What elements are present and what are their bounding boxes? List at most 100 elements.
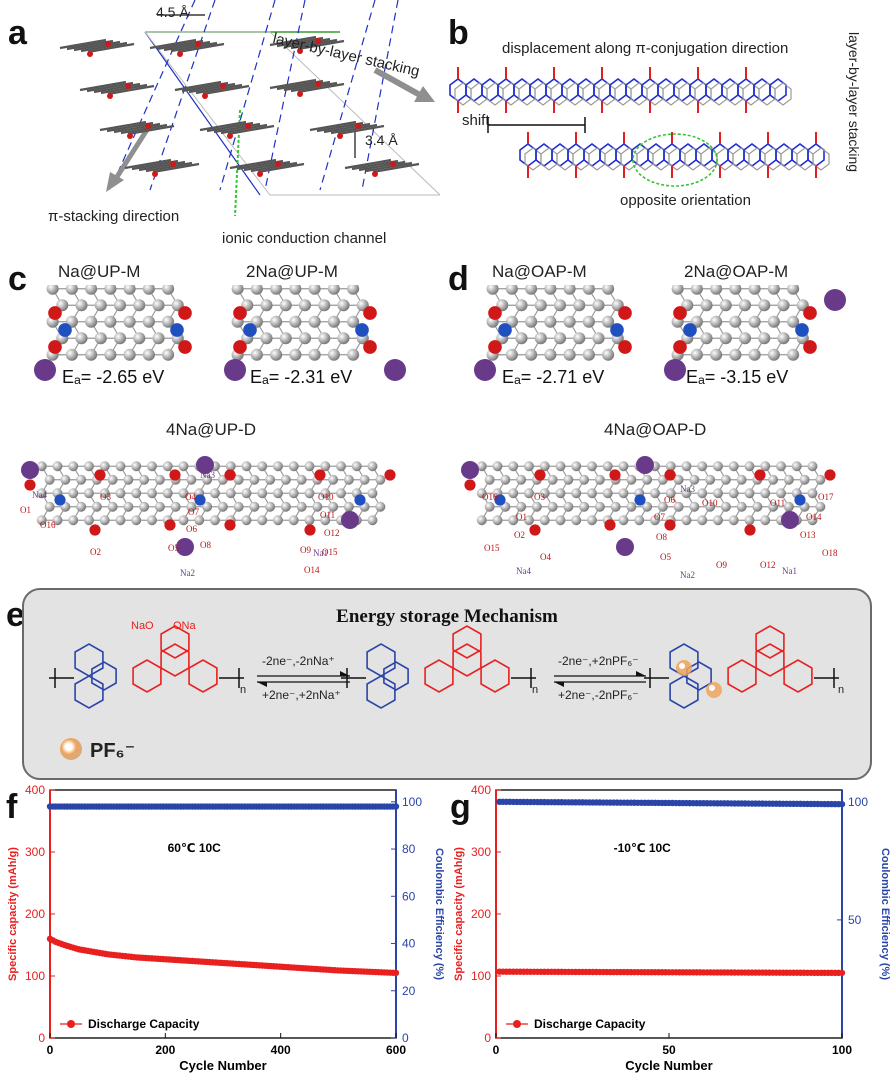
spacing-4-5: 4.5 Å: [156, 4, 189, 20]
atom-label: O10: [702, 498, 718, 508]
y2-tick-label: 50: [848, 913, 862, 927]
legend-label: Discharge Capacity: [534, 1017, 646, 1031]
x-tick-label: 200: [155, 1043, 175, 1057]
d-title-d: 4Na@OAP-D: [604, 420, 707, 439]
unit-cell-lines: [106, 0, 440, 217]
atom-label: Na3: [200, 470, 215, 480]
n-label-3: n: [838, 684, 845, 696]
y-tick-label: 400: [471, 783, 491, 797]
y-tick-label: 200: [471, 907, 491, 921]
atom-label: O3: [534, 492, 545, 502]
atom-label: O1: [516, 512, 527, 522]
atom-label: O1: [20, 505, 31, 515]
efficiency-point: [838, 800, 846, 808]
atom-label: Na3: [680, 484, 695, 494]
atom-label: O3: [100, 492, 111, 502]
atom-label: O11: [770, 498, 786, 508]
y-axis-label: Specific capacity (mAh/g): [7, 847, 19, 981]
y2-axis-label: Coulombic Efficiency (%): [433, 848, 445, 980]
atom-label: O14: [806, 512, 822, 522]
y2-axis-label: Coulombic Efficiency (%): [879, 848, 891, 980]
panel-label-b: b: [448, 14, 469, 52]
atom-label: O15: [484, 543, 500, 553]
c-title-d: 4Na@UP-D: [166, 420, 256, 439]
legend-label: Discharge Capacity: [88, 1017, 200, 1031]
c-ea-1: Eₐ= -2.65 eV: [62, 367, 165, 387]
panel-label-a: a: [8, 14, 27, 52]
y2-tick-label: 60: [402, 889, 416, 903]
x-axis-label: Cycle Number: [625, 1058, 712, 1073]
atom-label: O5: [168, 543, 179, 553]
capacity-point: [838, 969, 846, 977]
pf6-ion-icon: [60, 738, 82, 760]
plot-frame: [495, 789, 843, 1039]
legend-marker: [67, 1020, 75, 1028]
panel-label-d: d: [448, 260, 469, 298]
n-label-1: n: [240, 684, 247, 696]
y-tick-label: 100: [25, 969, 45, 983]
c-ea-2: Eₐ= -2.31 eV: [250, 367, 353, 387]
ionic-channel-label: ionic conduction channel: [222, 230, 387, 247]
atom-label: O13: [800, 530, 816, 540]
legend-marker: [513, 1020, 521, 1028]
atom-label: O4: [540, 552, 551, 562]
condition-annotation: -10℃ 10C: [614, 841, 672, 855]
pi-stacking-label: π-stacking direction: [48, 208, 180, 225]
x-axis-label: Cycle Number: [179, 1058, 266, 1073]
atom-label: O6: [186, 524, 197, 534]
oap-molecule-models: [461, 285, 846, 556]
atom-label: O12: [760, 560, 776, 570]
d-ea-1: Eₐ= -2.71 eV: [502, 367, 605, 387]
d-ea-2: Eₐ= -3.15 eV: [686, 367, 789, 387]
arrow2-bottom: +2ne⁻,-2nPF₆⁻: [558, 688, 639, 702]
c-title-1: Na@UP-M: [58, 262, 141, 281]
spacing-3-4: 3.4 Å: [365, 132, 398, 148]
atom-label: O2: [90, 547, 101, 557]
atom-label: Na2: [180, 568, 195, 578]
plot-frame: [49, 789, 397, 1039]
x-tick-label: 400: [271, 1043, 291, 1057]
y2-tick-label: 100: [848, 795, 868, 809]
panel-label-g: g: [450, 788, 471, 826]
panel-label-f: f: [6, 788, 18, 826]
atom-label: O7: [188, 507, 199, 517]
atom-label: O17: [818, 492, 834, 502]
d-title-2: 2Na@OAP-M: [684, 262, 789, 281]
y-tick-label: 300: [25, 845, 45, 859]
condition-annotation: 60℃ 10C: [168, 841, 222, 855]
atom-label: O5: [660, 552, 671, 562]
ona-label: ONa: [173, 620, 196, 632]
equilibrium-arrow-2: [554, 671, 646, 687]
displacement-label: displacement along π-conjugation directi…: [502, 40, 789, 57]
atom-label: O10: [318, 492, 334, 502]
up-molecule-models: [21, 285, 406, 556]
atom-label: O11: [320, 510, 336, 520]
y-tick-label: 200: [25, 907, 45, 921]
atom-label: O15: [322, 547, 338, 557]
mechanism-box: Energy storage Mechanism -2ne⁻,-2nNa⁺ +2…: [22, 588, 872, 780]
y-axis-label: Specific capacity (mAh/g): [453, 847, 465, 981]
arrow1-top: -2ne⁻,-2nNa⁺: [262, 654, 335, 668]
panel-label-c: c: [8, 260, 27, 298]
atom-label: O16: [40, 520, 56, 530]
panel-label-e: e: [6, 596, 25, 634]
atom-label: O8: [200, 540, 211, 550]
d-title-1: Na@OAP-M: [492, 262, 587, 281]
crystal-stacking-diagram: [59, 0, 440, 217]
efficiency-point: [392, 803, 400, 810]
atom-label: Na4: [32, 490, 47, 500]
arrow2-top: -2ne⁻,+2nPF₆⁻: [558, 654, 639, 668]
atom-label: O6: [664, 495, 675, 505]
atom-label: O18: [822, 548, 838, 558]
pf6-label: PF₆⁻: [90, 740, 136, 762]
atom-label: O9: [716, 560, 727, 570]
atom-label: Na1: [782, 566, 797, 576]
y2-tick-label: 80: [402, 842, 416, 856]
atom-label: Na4: [516, 566, 531, 576]
atom-label: O16: [482, 492, 498, 502]
y-tick-label: 0: [38, 1031, 45, 1045]
y2-tick-label: 0: [402, 1031, 409, 1045]
atom-label: Na2: [680, 570, 695, 580]
